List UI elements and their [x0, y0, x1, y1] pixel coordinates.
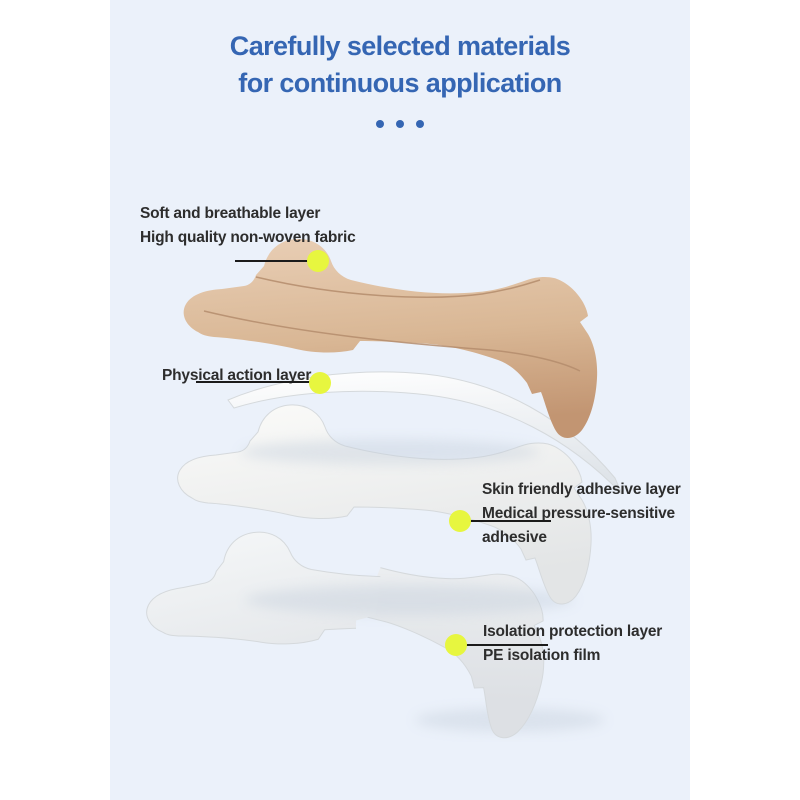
page-title-line-1: Carefully selected materials — [229, 31, 571, 61]
action-layer-shape — [227, 371, 623, 495]
annotation-sublabel: Medical pressure-sensitive adhesive — [482, 505, 675, 546]
separator-dot — [396, 120, 404, 128]
content-panel: Carefully selected materials for continu… — [110, 0, 690, 800]
layer-shadow — [245, 585, 575, 615]
layer-shadow — [240, 439, 540, 465]
separator-dot — [416, 120, 424, 128]
leader-line-isolation-protection — [463, 644, 548, 646]
leader-line-soft-breathable — [235, 260, 309, 262]
annotation-label: Physical action layer — [162, 367, 312, 384]
leader-line-skin-friendly-adhesive — [469, 520, 551, 522]
page-title-line-2: for continuous application — [238, 68, 562, 98]
marker-dot-isolation-protection — [445, 634, 467, 656]
annotation-soft-breathable-layer: Soft and breathable layer High quality n… — [140, 202, 356, 250]
marker-dot-soft-breathable — [307, 250, 329, 272]
fabric-layer-shape — [183, 238, 598, 439]
leader-line-physical-action — [196, 381, 310, 383]
fabric-seam-lines — [203, 276, 581, 372]
title-separator-dots — [110, 120, 690, 128]
annotation-isolation-protection-layer: Isolation protection layer PE isolation … — [483, 620, 662, 668]
annotation-sublabel: PE isolation film — [483, 647, 601, 664]
annotation-physical-action-layer: Physical action layer — [162, 364, 311, 388]
exploded-layers-illustration — [141, 238, 623, 744]
annotation-label: Skin friendly adhesive layer — [482, 481, 681, 498]
annotation-skin-friendly-adhesive-layer: Skin friendly adhesive layer Medical pre… — [482, 478, 700, 550]
annotation-sublabel: High quality non-woven fabric — [140, 229, 356, 246]
header: Carefully selected materials for continu… — [110, 28, 690, 102]
marker-dot-physical-action — [309, 372, 331, 394]
separator-dot — [376, 120, 384, 128]
annotation-label: Soft and breathable layer — [140, 205, 321, 222]
annotation-label: Isolation protection layer — [483, 623, 663, 640]
marker-dot-skin-friendly-adhesive — [449, 510, 471, 532]
